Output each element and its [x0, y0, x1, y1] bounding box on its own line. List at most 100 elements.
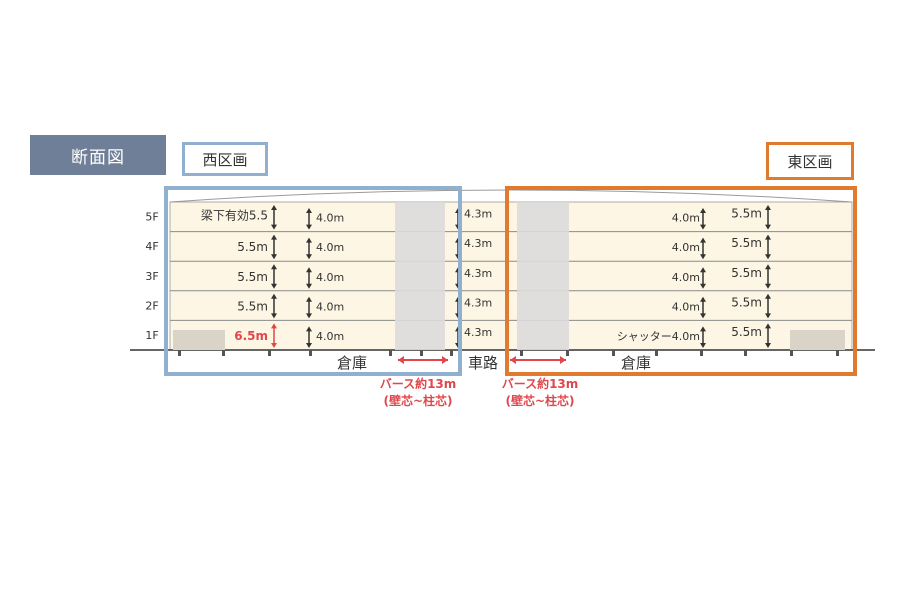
west-beam-arrow-5F-head-bottom	[271, 224, 277, 230]
column-base	[450, 350, 453, 356]
floor-lines	[170, 231, 852, 356]
west-shutter-value-1F: 4.0m	[316, 330, 344, 343]
east-beam-arrow-3F-head-bottom	[765, 283, 771, 289]
road-label: 車路	[468, 354, 498, 372]
west-shutter-arrow-5F-head-bottom	[306, 224, 312, 230]
west-shutter-arrow-3F-head-top	[306, 267, 312, 273]
floor-name-5F: 5F	[145, 211, 158, 224]
column-base	[309, 350, 312, 356]
east-block-label: 東区画	[766, 142, 854, 180]
west-beam-arrow-2F-head-bottom	[271, 313, 277, 319]
west-shutter-value-4F: 4.0m	[316, 241, 344, 254]
column-base	[566, 350, 569, 356]
east-block-outline	[505, 186, 857, 376]
west-shutter-arrow-5F-head-top	[306, 208, 312, 213]
west-beam-value-5F: 梁下有効5.5	[201, 208, 268, 223]
floor-name-1F: 1F	[145, 329, 158, 342]
floor-name-2F: 2F	[145, 299, 158, 312]
west-shutter-value-3F: 4.0m	[316, 271, 344, 284]
east-shutter-arrow-5F-head-bottom	[700, 224, 706, 230]
east-beam-value-4F: 5.5m	[731, 236, 762, 250]
dimension-annotations: 6.5m 4.0m 4.3m シャッター4.0m 5.5m 5.5m 4.0m 4.3m 4.0…	[201, 205, 771, 348]
column-base	[655, 350, 658, 356]
east-beam-arrow-4F-head-bottom	[765, 254, 771, 260]
east-berth-arrowhead-left	[510, 356, 516, 364]
east-shutter-zone	[517, 202, 569, 350]
east-shutter-value-1F: シャッター4.0m	[617, 330, 700, 343]
column-base	[612, 350, 615, 356]
west-beam-value-2F: 5.5m	[237, 299, 268, 313]
west-shutter-arrow-2F-head-top	[306, 296, 312, 302]
floor-names: 1F 2F 3F 4F 5F	[145, 211, 158, 342]
east-shutter-arrow-4F-head-bottom	[700, 254, 706, 260]
west-berth-arrowhead-left	[398, 356, 404, 364]
west-beam-arrow-1F-head-bottom	[271, 343, 277, 348]
east-shutter-value-3F: 4.0m	[672, 271, 700, 284]
west-block-label: 西区画	[182, 142, 268, 176]
column-base	[836, 350, 839, 356]
column-base	[790, 350, 793, 356]
road-value-5F: 4.3m	[464, 208, 492, 221]
east-shutter-value-5F: 4.0m	[672, 212, 700, 225]
west-beam-arrow-4F-head-top	[271, 234, 277, 240]
floor-name-4F: 4F	[145, 240, 158, 253]
east-beam-arrow-2F-head-bottom	[765, 313, 771, 319]
west-shutter-arrow-2F-head-bottom	[306, 313, 312, 319]
west-shutter-value-2F: 4.0m	[316, 300, 344, 313]
column-base	[420, 350, 423, 356]
building-body	[169, 201, 853, 351]
floor-name-3F: 3F	[145, 270, 158, 283]
west-beam-value-1F: 6.5m	[234, 329, 268, 343]
west-berth-note: (壁芯~柱芯)	[383, 393, 452, 408]
east-beam-arrow-5F-head-bottom	[765, 224, 771, 230]
east-ramp-block	[790, 330, 845, 350]
east-shutter-arrow-3F-head-bottom	[700, 283, 706, 289]
west-beam-arrow-4F-head-bottom	[271, 254, 277, 260]
east-shutter-arrow-4F-head-top	[700, 237, 706, 243]
roof-line	[169, 189, 853, 203]
column-base	[744, 350, 747, 356]
west-beam-arrow-1F-head-top	[271, 323, 277, 329]
east-berth-note: (壁芯~柱芯)	[505, 393, 574, 408]
east-beam-arrow-5F-head-top	[765, 205, 771, 210]
west-block-outline	[164, 186, 462, 376]
east-shutter-value-4F: 4.0m	[672, 241, 700, 254]
east-berth-arrowhead-right	[560, 356, 566, 364]
east-shutter-arrow-1F-head-top	[700, 326, 706, 332]
west-berth-arrowhead-right	[442, 356, 448, 364]
road-value-1F: 4.3m	[464, 326, 492, 339]
column-base	[520, 350, 523, 356]
east-shutter-arrow-2F-head-top	[700, 296, 706, 302]
east-beam-value-2F: 5.5m	[731, 295, 762, 309]
east-shutter-arrow-3F-head-top	[700, 267, 706, 273]
west-beam-value-3F: 5.5m	[237, 270, 268, 284]
road-value-4F: 4.3m	[464, 237, 492, 250]
east-shutter-value-2F: 4.0m	[672, 300, 700, 313]
east-shutter-arrow-2F-head-bottom	[700, 313, 706, 319]
east-beam-arrow-1F-head-top	[765, 323, 771, 329]
east-shutter-arrow-5F-head-top	[700, 208, 706, 213]
west-berth-label: バース約13m	[380, 376, 457, 391]
east-warehouse-label: 倉庫	[621, 354, 651, 372]
column-base	[178, 350, 181, 356]
east-beam-arrow-3F-head-top	[765, 264, 771, 270]
east-beam-arrow-1F-head-bottom	[765, 343, 771, 348]
east-beam-value-1F: 5.5m	[731, 325, 762, 339]
road-value-2F: 4.3m	[464, 296, 492, 309]
west-beam-arrow-3F-head-top	[271, 264, 277, 270]
east-beam-value-3F: 5.5m	[731, 266, 762, 280]
east-beam-arrow-4F-head-top	[765, 234, 771, 240]
east-shutter-arrow-1F-head-bottom	[700, 343, 706, 348]
west-beam-arrow-3F-head-bottom	[271, 283, 277, 289]
west-shutter-arrow-1F-head-bottom	[306, 343, 312, 348]
east-berth-label: バース約13m	[502, 376, 579, 391]
column-base	[268, 350, 271, 356]
column-base	[222, 350, 225, 356]
column-base	[700, 350, 703, 356]
east-beam-arrow-2F-head-top	[765, 293, 771, 299]
east-beam-value-5F: 5.5m	[731, 207, 762, 221]
west-shutter-arrow-4F-head-bottom	[306, 254, 312, 260]
west-beam-arrow-5F-head-top	[271, 205, 277, 210]
road-value-3F: 4.3m	[464, 267, 492, 280]
